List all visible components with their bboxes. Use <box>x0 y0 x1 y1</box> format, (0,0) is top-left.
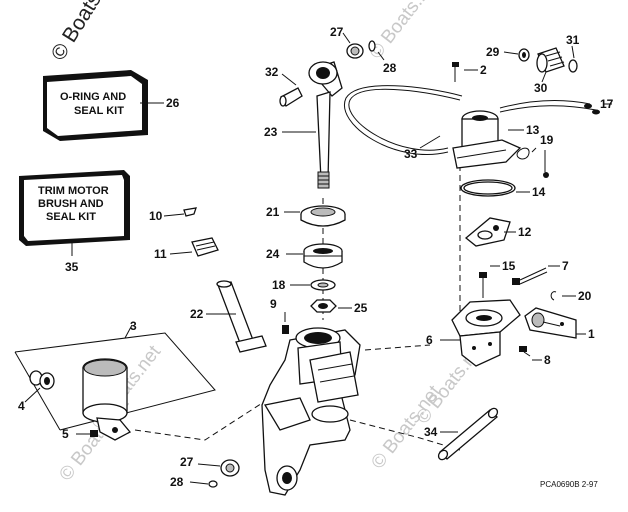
watermark-top: © Boats.net <box>47 0 125 65</box>
pump-6: 6 <box>426 299 521 367</box>
bushing-27-top: 27 <box>330 25 364 59</box>
callout-31: 31 <box>566 33 580 47</box>
screw-7: 7 <box>512 259 569 285</box>
callout-5: 5 <box>62 427 69 441</box>
screw-15: 15 <box>479 259 516 298</box>
ring-28-top: 28 <box>368 40 397 75</box>
callout-27-top: 27 <box>330 25 344 39</box>
callout-1: 1 <box>588 327 595 341</box>
callout-28-top: 28 <box>383 61 397 75</box>
fitting-29-30-31: 29 30 31 <box>486 33 580 95</box>
trim-rod-23: 23 <box>264 61 343 189</box>
oring-14: 14 <box>460 179 546 199</box>
screw-2: 2 <box>452 62 487 82</box>
trim-kit-line3: SEAL KIT <box>46 211 96 223</box>
valve-parts-10-11: 10 11 <box>149 207 219 261</box>
callout-21: 21 <box>266 205 280 219</box>
callout-11: 11 <box>154 247 167 261</box>
valve-1: 1 <box>524 307 595 341</box>
ring-20: 20 <box>550 289 592 303</box>
callout-19: 19 <box>540 133 554 147</box>
callout-14: 14 <box>532 185 546 199</box>
watermark-top-right: © Boats.net <box>365 0 443 63</box>
callout-27-bottom: 27 <box>180 455 194 469</box>
callout-3: 3 <box>130 319 137 333</box>
callout-29: 29 <box>486 45 500 59</box>
callout-7: 7 <box>562 259 569 273</box>
callout-34: 34 <box>424 425 438 439</box>
oring-kit-line1: O-RING AND <box>60 91 126 103</box>
callout-17: 17 <box>600 97 614 111</box>
callout-9: 9 <box>270 297 277 311</box>
figure-code: PCA0690B 2-97 <box>540 480 598 489</box>
trim-motor-kit-box: TRIM MOTOR BRUSH AND SEAL KIT 35 <box>19 170 130 274</box>
callout-23: 23 <box>264 125 278 139</box>
callout-13: 13 <box>526 123 540 137</box>
pin-32: 32 <box>265 65 303 107</box>
callout-22: 22 <box>190 307 204 321</box>
oring-kit-line2: SEAL KIT <box>74 105 124 117</box>
callout-12: 12 <box>518 225 532 239</box>
callout-35: 35 <box>65 260 79 274</box>
callout-6: 6 <box>426 333 433 347</box>
screw-8: 8 <box>519 346 551 367</box>
trim-cylinder-22: 22 <box>190 280 267 353</box>
callout-32: 32 <box>265 65 279 79</box>
callout-10: 10 <box>149 209 163 223</box>
callout-33: 33 <box>404 147 418 161</box>
callout-26: 26 <box>166 96 180 110</box>
trim-kit-line1: TRIM MOTOR <box>38 185 109 197</box>
trim-kit-line2: BRUSH AND <box>38 198 104 210</box>
cover-12: 12 <box>464 217 532 247</box>
trim-motor-13: 13 17 33 <box>343 85 614 169</box>
part-9: 9 <box>270 297 289 334</box>
main-pump-bracket <box>261 327 361 496</box>
tube-34: 34 <box>424 407 499 461</box>
piston-stack: 21 24 18 25 <box>266 205 368 315</box>
callout-2: 2 <box>480 63 487 77</box>
callout-8: 8 <box>544 353 551 367</box>
ring-28-bottom: 28 <box>170 475 218 489</box>
oring-seal-kit-box: O-RING AND SEAL KIT 26 <box>43 70 180 141</box>
callout-24: 24 <box>266 247 280 261</box>
callout-25: 25 <box>354 301 368 315</box>
callout-15: 15 <box>502 259 516 273</box>
reservoir-group: 3 4 5 <box>14 319 216 441</box>
callout-20: 20 <box>578 289 592 303</box>
callout-28-bottom: 28 <box>170 475 184 489</box>
callout-30: 30 <box>534 81 548 95</box>
bushing-27-bottom: 27 <box>180 455 240 477</box>
clip-19: 19 <box>516 133 554 178</box>
callout-18: 18 <box>272 278 286 292</box>
callout-4: 4 <box>18 399 25 413</box>
